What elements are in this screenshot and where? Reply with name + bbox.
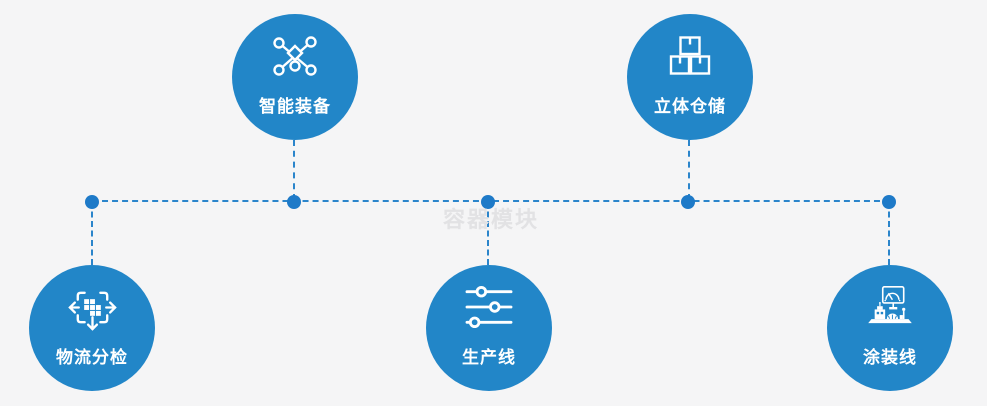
junction-dot (481, 195, 495, 209)
node-label: 立体仓储 (654, 97, 726, 116)
machine-monitor-icon (865, 280, 915, 334)
node-label: 生产线 (462, 348, 516, 367)
connector-smart-equipment (293, 140, 295, 200)
node-label: 物流分检 (56, 348, 128, 367)
connector-logistics-sorting (91, 202, 93, 265)
stacked-boxes-icon (668, 29, 712, 83)
sorting-arrows-icon (66, 280, 119, 334)
junction-dot (681, 195, 695, 209)
node-production-line: 生产线 (426, 265, 552, 391)
connector-production-line (487, 202, 489, 265)
node-warehouse: 立体仓储 (627, 14, 753, 140)
junction-dot (287, 195, 301, 209)
sliders-icon (465, 280, 513, 334)
node-smart-equipment: 智能装备 (232, 14, 358, 140)
node-label: 涂装线 (863, 348, 917, 367)
connector-warehouse (688, 140, 690, 200)
watermark-text: 容器模块 (443, 207, 540, 232)
junction-dot (882, 195, 896, 209)
junction-dot (85, 195, 99, 209)
node-label: 智能装备 (259, 97, 331, 116)
node-painting-line: 涂装线 (827, 265, 953, 391)
network-nodes-icon (272, 29, 318, 83)
connector-painting-line (888, 202, 890, 265)
node-logistics-sorting: 物流分检 (29, 265, 155, 391)
